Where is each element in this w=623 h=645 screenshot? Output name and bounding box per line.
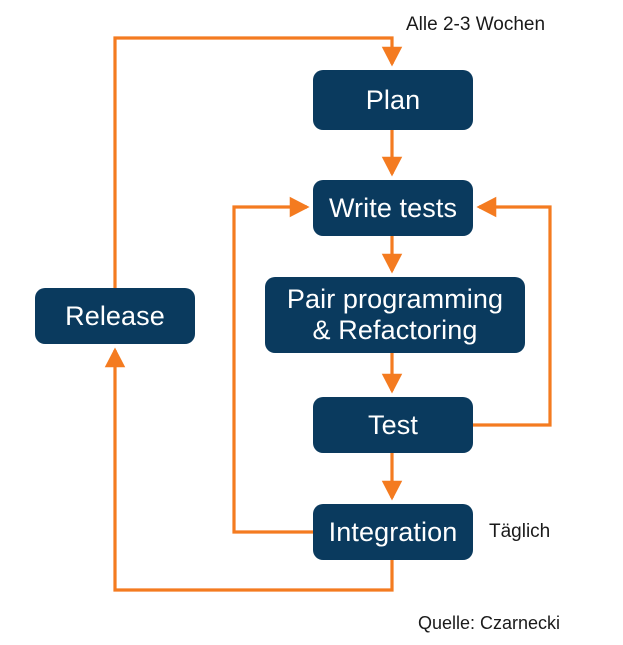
node-release-label: Release (65, 300, 165, 331)
caption-source: Quelle: Czarnecki (418, 613, 561, 633)
caption-daily-cadence: Täglich (489, 521, 551, 542)
node-plan-label: Plan (365, 84, 421, 115)
node-release[interactable]: Release (35, 288, 195, 344)
edge-integration-to-release (104, 347, 394, 592)
node-write-tests[interactable]: Write tests (313, 180, 473, 236)
node-test-label: Test (368, 409, 418, 440)
edge-release-to-plan (113, 36, 403, 288)
node-write-tests-label: Write tests (328, 192, 458, 223)
node-plan[interactable]: Plan (313, 70, 473, 130)
edge-test-to-write-tests-loop (473, 196, 552, 427)
node-pair-programming[interactable]: Pair programming & Refactoring (265, 277, 525, 353)
node-test[interactable]: Test (313, 397, 473, 453)
node-integration[interactable]: Integration (313, 504, 473, 560)
caption-iteration-cadence: Alle 2-3 Wochen (406, 14, 546, 35)
node-integration-label: Integration (328, 516, 458, 547)
node-pair-programming-label: Pair programming & Refactoring (286, 284, 504, 345)
edge-integration-to-write-tests-loop (232, 196, 313, 534)
